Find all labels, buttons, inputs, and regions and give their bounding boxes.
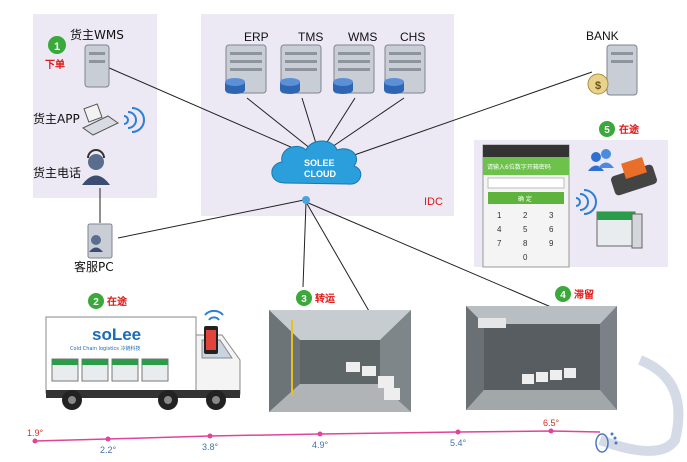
step-number-2: 2 [93,297,99,308]
temperature-label: 5.4° [450,438,467,448]
step-text-5: 在途 [619,123,640,136]
truck-tagline: Cold Chain logistics 冷链科技 [70,345,140,352]
key-6: 6 [549,225,554,234]
key-5: 5 [523,225,528,234]
step-badge-4 [555,286,571,302]
temperature-point [548,428,554,434]
connection-lines [99,66,593,319]
decorative-swoosh [598,355,684,456]
cloud-line-1: SOLEE [304,158,335,168]
temperature-point [32,438,38,444]
phone-label: 货主电话 [33,165,81,180]
step-number-1: 1 [54,41,60,53]
truck-brand: soLee [92,325,141,344]
footprint-icon [595,432,618,453]
step-number-5: 5 [604,125,610,136]
phone-keypad: 1 2 3 4 5 6 7 8 9 0 [497,211,554,262]
temperature-label: 4.9° [312,440,329,450]
temperature-label: 3.8° [202,442,219,452]
step-badge-1 [48,36,66,54]
temperature-point [317,431,323,437]
cargo-box-icon [596,211,643,249]
wifi-icon [123,107,145,133]
idc-panel [201,14,454,216]
app-device-icon [82,103,119,136]
wms-server-icon [84,44,110,88]
temperature-label: 6.5° [543,418,560,428]
step-number-4: 4 [560,290,566,301]
step-badge-2 [88,293,104,309]
server-label-erp: ERP [244,30,269,44]
key-1: 1 [497,211,502,220]
temperature-point [455,429,461,435]
cold-storage-photo [269,310,411,412]
service-pc-icon [87,223,113,259]
operator-icon [82,149,110,185]
server-icon-chs [384,44,426,94]
app-label: 货主APP [33,111,80,126]
card-reader-icon [611,156,657,196]
cloud-icon [271,140,362,185]
wms-label: 货主WMS [70,27,124,42]
key-7: 7 [497,239,502,248]
server-label-tms: TMS [298,30,323,44]
step-text-4: 滞留 [574,288,594,301]
cloud-line-2: CLOUD [304,169,336,179]
users-icon [588,149,614,171]
key-4: 4 [497,225,502,234]
cloud-node-icon [302,196,310,204]
step-badge-3 [296,290,312,306]
server-icon-tms [280,44,322,94]
phone-screen [482,144,570,268]
phone-wifi-icon [575,189,597,215]
truck-wifi-icon [204,309,224,321]
key-3: 3 [549,211,554,220]
phone-confirm: 确 定 [518,195,532,203]
server-label-wms: WMS [348,30,377,44]
key-9: 9 [549,239,554,248]
truck-icon [45,316,241,410]
key-8: 8 [523,239,528,248]
temperature-label: 1.9° [27,428,44,438]
step-text-2: 在途 [107,295,128,308]
server-label-chs: CHS [400,30,425,44]
phone-header: 请输入6位数字开箱密码 [487,163,551,171]
dollar-icon: $ [595,80,601,92]
idc-label: IDC [424,196,443,208]
key-2: 2 [523,211,528,220]
service-pc-label: 客服PC [74,259,114,274]
temperature-point [105,436,111,442]
server-icon-erp [225,44,267,94]
step-number-3: 3 [301,294,307,305]
key-0: 0 [523,253,528,262]
temperature-points [32,428,554,444]
server-icon-wms [333,44,375,94]
bank-label: BANK [586,29,619,43]
step-text-3: 转运 [315,292,335,305]
bank-server-icon [587,44,638,96]
temperature-labels: 1.9° 2.2° 3.8° 4.9° 5.4° 6.5° [27,418,560,455]
storage-room-photo [466,306,617,410]
order-label: 下单 [45,58,65,71]
temperature-point [207,433,213,439]
step-badge-5 [599,121,615,137]
temperature-label: 2.2° [100,445,117,455]
